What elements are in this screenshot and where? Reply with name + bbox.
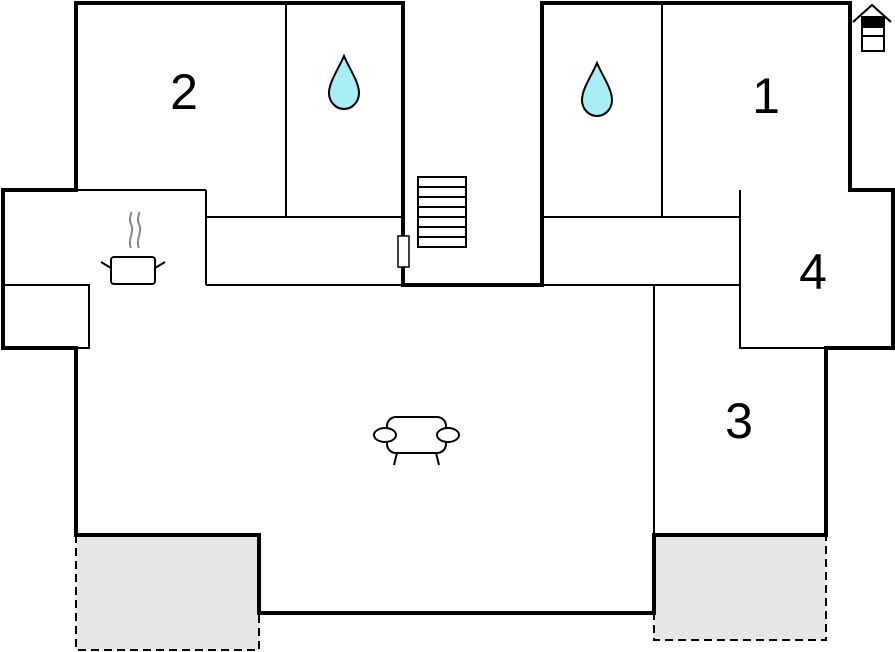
room-number-2: 2 (170, 64, 198, 120)
sofa-icon (373, 416, 460, 466)
stairs-icon (417, 176, 467, 248)
cooking-pot-icon (100, 211, 166, 285)
house-icon (852, 3, 892, 52)
room-number-1: 1 (752, 68, 780, 124)
door (397, 235, 410, 268)
terrace-right (653, 535, 827, 641)
room-number-4: 4 (799, 244, 827, 300)
room-number-3: 3 (725, 393, 753, 449)
water-drop-icon (580, 60, 614, 118)
outer-wall (1, 1, 895, 615)
water-drop-icon (327, 53, 361, 111)
interior-walls (3, 3, 826, 535)
terrace-left (75, 535, 260, 651)
